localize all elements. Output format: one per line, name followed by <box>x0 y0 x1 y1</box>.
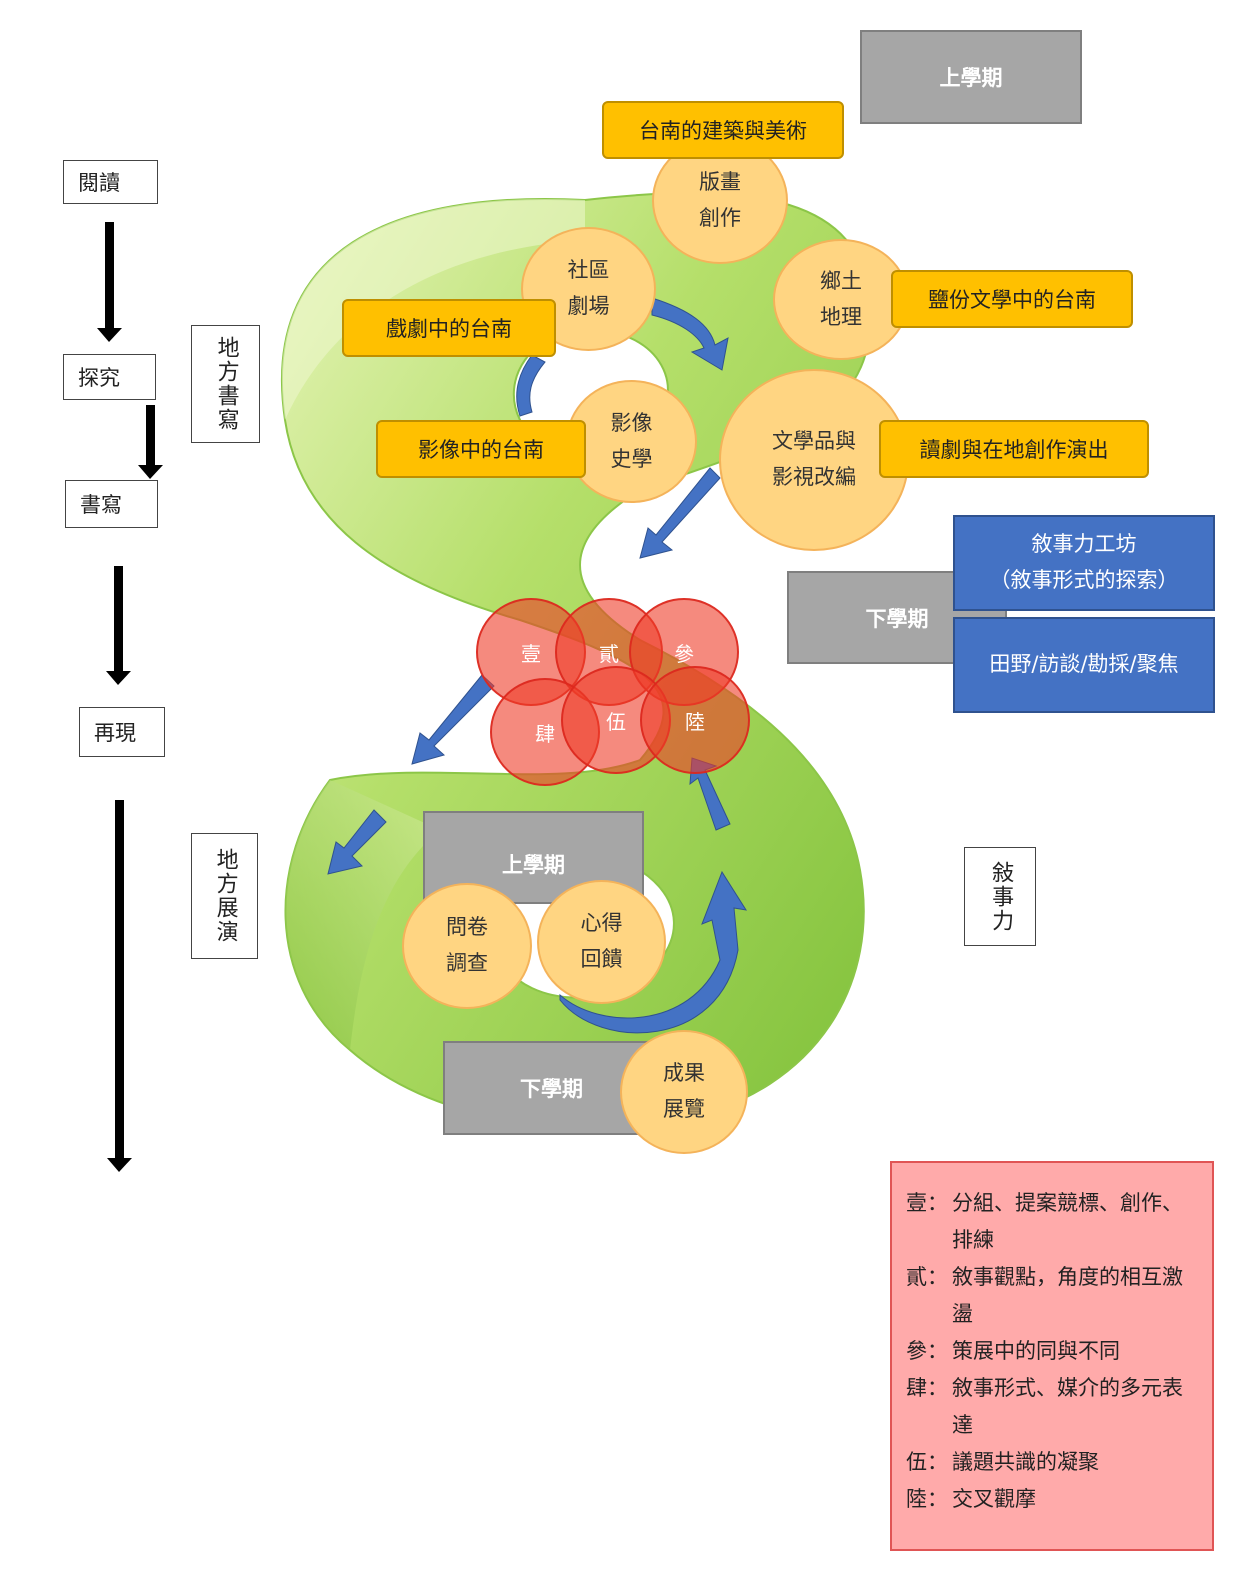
tag-salt-literature-tainan: 鹽份文學中的台南 <box>891 270 1133 328</box>
flow-step-represent: 再現 <box>79 707 165 757</box>
arrow-diag-middle <box>411 674 495 765</box>
circle-literature-adaptation: 文學品與 影視改編 <box>719 369 909 551</box>
tag-reading-drama-performance: 讀劇與在地創作演出 <box>879 420 1149 478</box>
tag-drama-tainan: 戲劇中的台南 <box>342 299 556 357</box>
flow-step-explore: 探究 <box>63 354 156 400</box>
narrative-workshop-box: 敘事力工坊 （敘事形式的探索） <box>953 515 1215 611</box>
circle-survey: 問卷 調查 <box>402 883 532 1009</box>
circle-image-history: 影像 史學 <box>566 380 697 503</box>
first-semester-top: 上學期 <box>860 30 1082 124</box>
arrow-diag-upper <box>639 467 721 559</box>
flow-arrows <box>327 297 748 1034</box>
legend-box: 壹：分組、提案競標、創作、排練 貳：敘事觀點，角度的相互激盪 參：策展中的同與不… <box>890 1161 1214 1551</box>
curved-arrow-bottom <box>559 870 748 1034</box>
tag-tainan-architecture-art: 台南的建築與美術 <box>602 101 844 159</box>
curved-arrow-left <box>516 354 546 417</box>
curved-arrow-top-right <box>651 297 729 371</box>
workshop-title: 敘事力工坊 <box>1031 532 1137 557</box>
field-research-box: 田野/訪談/勘採/聚焦 <box>953 617 1215 713</box>
local-writing-label: 地方書寫 <box>191 325 260 443</box>
left-down-arrows <box>97 222 163 1172</box>
workshop-subtitle: （敘事形式的探索） <box>989 568 1179 592</box>
legend-item: 伍：議題共識的凝聚 <box>906 1450 1099 1474</box>
circle-feedback: 心得 回饋 <box>537 880 666 1004</box>
local-performance-label: 地方展演 <box>191 833 258 959</box>
narrative-power-label: 敍事力 <box>964 847 1036 946</box>
legend-item: 參：策展中的同與不同 <box>906 1339 1120 1363</box>
circle-community-theater: 社區 劇場 <box>521 227 656 351</box>
circle-exhibition: 成果 展覽 <box>620 1030 748 1154</box>
circle-local-geography: 鄉土 地理 <box>773 239 909 360</box>
legend-item: 陸：交叉觀摩 <box>906 1487 1036 1511</box>
legend-item: 肆：敘事形式、媒介的多元表達 <box>906 1376 1183 1437</box>
arrow-diag-lower <box>327 809 387 875</box>
numeral-circle-6: 陸 <box>640 666 750 774</box>
flow-step-write: 書寫 <box>65 480 158 528</box>
tag-image-tainan: 影像中的台南 <box>376 420 586 478</box>
flow-step-read: 閱讀 <box>63 160 158 204</box>
legend-item: 壹：分組、提案競標、創作、排練 <box>906 1191 1183 1252</box>
legend-item: 貳：敘事觀點，角度的相互激盪 <box>906 1265 1183 1326</box>
